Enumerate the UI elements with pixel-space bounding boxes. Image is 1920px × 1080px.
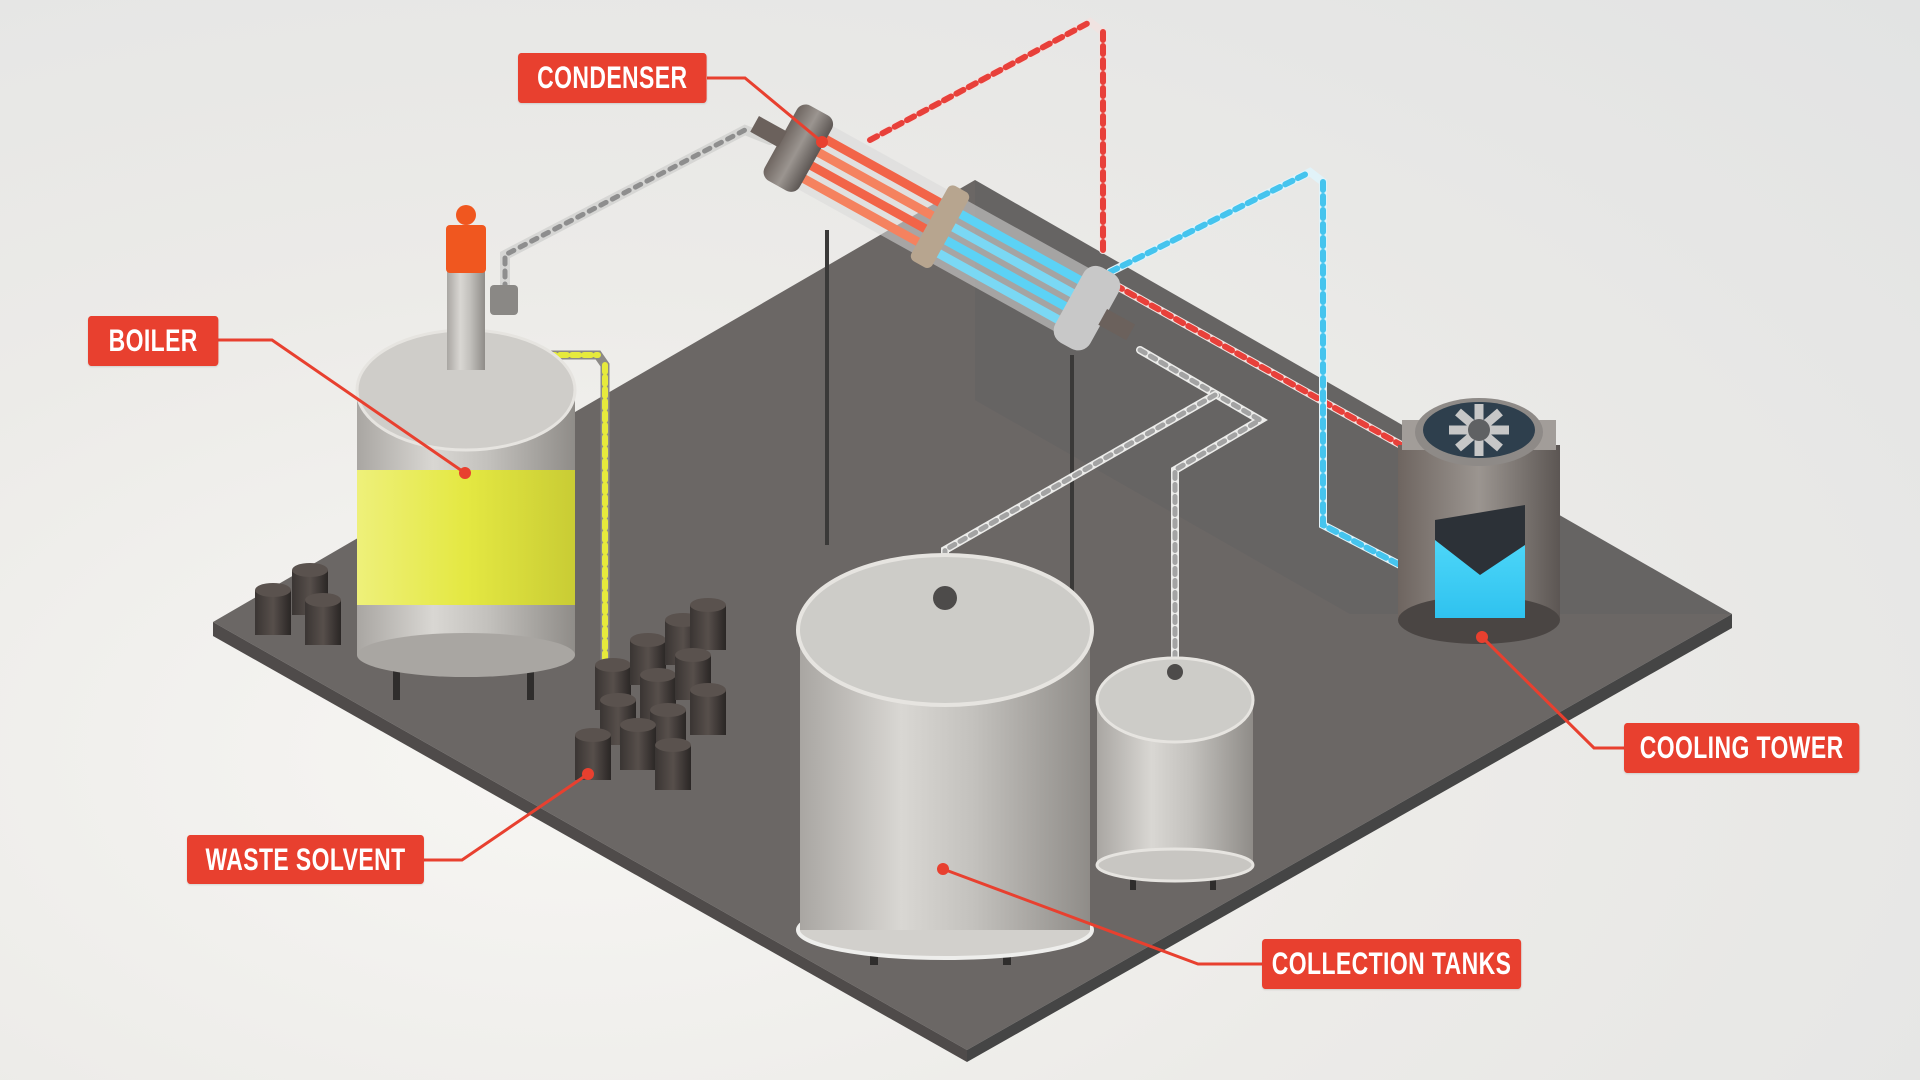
pipes [470,17,1414,670]
label-collection-tanks: COLLECTION TANKS [1262,939,1522,989]
leader-boiler [218,338,466,475]
condenser [750,104,1136,351]
label-cooling-tower-text: COOLING TOWER [1639,730,1844,765]
leader-cooling-tower [1480,635,1624,750]
label-waste-solvent-text: WASTE SOLVENT [205,841,406,877]
drum [305,593,341,645]
dot-condenser [816,136,828,148]
leader-lines [218,76,1624,966]
dot-boiler [459,467,471,479]
leader-condenser [707,76,823,144]
leader-collection-tanks [942,867,1262,966]
collection-tank-small [1095,656,1255,890]
drum [620,718,656,770]
drum [655,738,691,790]
label-waste-solvent: WASTE SOLVENT [187,835,424,884]
leader-dots [459,136,1488,875]
drum [255,583,291,635]
leader-waste-solvent [424,772,589,862]
label-boiler: BOILER [88,316,219,366]
waste-solvent-drums [255,563,726,790]
drum [690,598,726,650]
label-collection-tanks-text: COLLECTION TANKS [1271,946,1512,981]
label-condenser: CONDENSER [518,53,707,103]
label-boiler-text: BOILER [108,323,198,358]
collection-tank-large [796,553,1094,965]
dot-cooling-tower [1476,631,1488,643]
boiler [355,205,577,700]
label-cooling-tower: COOLING TOWER [1624,723,1860,773]
cooling-tower [1398,398,1560,644]
drum [690,683,726,735]
dot-collection-tanks [937,863,949,875]
label-condenser-text: CONDENSER [537,60,688,95]
dot-waste-solvent [582,768,594,780]
